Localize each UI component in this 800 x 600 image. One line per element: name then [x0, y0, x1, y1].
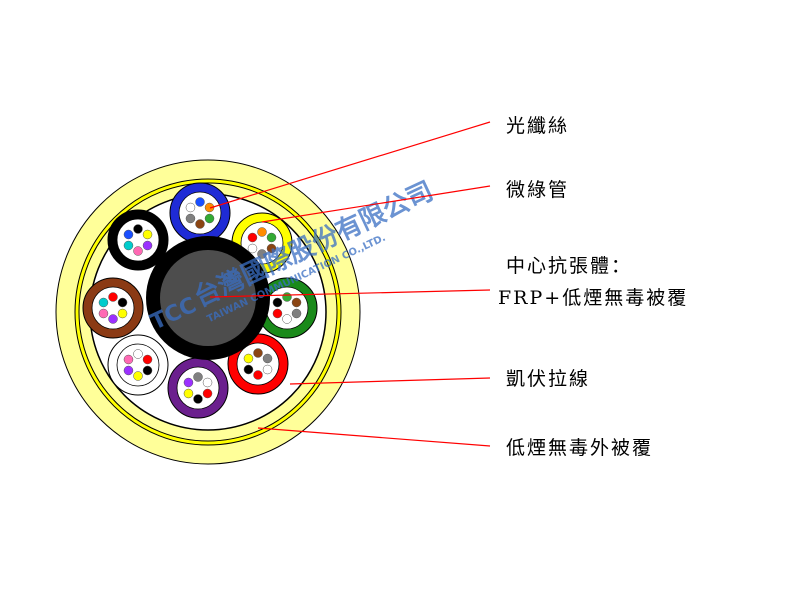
fiber-strand [133, 349, 143, 359]
label-fiber: 光纖絲 [506, 115, 569, 137]
fiber-strand [202, 388, 213, 399]
fiber-strand [195, 197, 205, 207]
tube-green [256, 277, 318, 339]
fiber-strand [185, 213, 196, 224]
label-jacket: 低煙無毒外被覆 [506, 437, 653, 459]
fiber-strand [133, 371, 143, 381]
leader-microtube [261, 185, 491, 223]
fiber-strand [98, 297, 109, 308]
fiber-strand [108, 314, 118, 324]
label-kevlar: 凱伏拉線 [506, 368, 590, 390]
fiber-strand [133, 246, 143, 256]
fiber-strand [282, 314, 292, 324]
fiber-strand [262, 353, 273, 364]
fiber-strand [123, 354, 134, 365]
fiber-strand [123, 229, 134, 240]
fiber-strand [262, 364, 273, 375]
fiber-strand [253, 370, 263, 380]
tube-brown [82, 277, 144, 339]
center-frp [160, 250, 256, 346]
fiber-strand [98, 308, 109, 319]
tube-inner [91, 286, 135, 330]
leader-kevlar [289, 377, 491, 385]
fiber-strand [108, 292, 118, 302]
fiber-strand [243, 364, 254, 375]
micro-tubes [82, 182, 318, 419]
fiber-strand [142, 240, 153, 251]
fiber-strand [195, 219, 205, 229]
fiber-strand [243, 353, 254, 364]
tube-inner [176, 366, 220, 410]
fiber-strand [257, 249, 267, 259]
fiber-strand [193, 372, 203, 382]
leader-jacket [257, 427, 491, 447]
fiber-strand [266, 243, 277, 254]
leader-lines [209, 121, 491, 447]
fiber-strand [183, 388, 194, 399]
tube-white [107, 334, 169, 396]
fiber-strand [133, 224, 143, 234]
fiber-strand [117, 297, 128, 308]
fiber-strand [204, 213, 215, 224]
leader-fiber [209, 121, 491, 209]
tube-inner [178, 191, 222, 235]
fiber-strand [247, 243, 258, 254]
fiber-strand [272, 297, 283, 308]
fiber-strand [204, 202, 215, 213]
fiber-strand [266, 232, 277, 243]
tube-inner [116, 343, 160, 387]
label-center-line1: 中心抗張體： [506, 255, 632, 277]
tube-black [107, 209, 169, 271]
fiber-strand [291, 297, 302, 308]
fiber-strand [142, 354, 153, 365]
fiber-strand [142, 365, 153, 376]
leader-center [209, 289, 491, 298]
fiber-strand [291, 308, 302, 319]
fiber-strand [117, 308, 128, 319]
label-microtube: 微綠管 [506, 179, 569, 201]
fiber-strand [272, 308, 283, 319]
tube-inner [116, 218, 160, 262]
fiber-strand [202, 377, 213, 388]
fiber-strand [282, 292, 292, 302]
fiber-strand [123, 365, 134, 376]
fiber-strand [247, 232, 258, 243]
fiber-strand [193, 394, 203, 404]
fiber-strand [123, 240, 134, 251]
fiber-strand [253, 348, 263, 358]
fiber-strand [257, 227, 267, 237]
label-center-line2: FRP+低煙無毒被覆 [498, 287, 688, 309]
tube-blue [169, 182, 231, 244]
fiber-strand [185, 202, 196, 213]
tube-purple [167, 357, 229, 419]
fiber-strand [142, 229, 153, 240]
tube-inner [236, 342, 280, 386]
fiber-strand [183, 377, 194, 388]
